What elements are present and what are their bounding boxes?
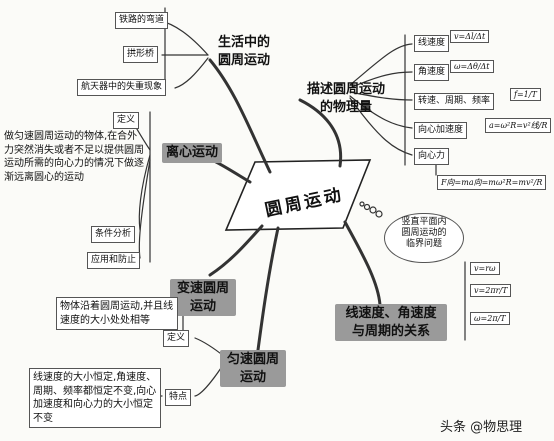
life-item-weightlessness: 航天器中的失重现象 xyxy=(77,79,167,97)
center-diamond xyxy=(224,159,372,231)
describe-item-speed-period-frequency: 转速、周期、频率 xyxy=(414,93,495,111)
branch-describe-title: 描述圆周运动 的物理量 xyxy=(306,82,385,115)
branch-relation-title: 线速度、角速度 与周期的关系 xyxy=(335,304,447,342)
uniform-item-definition: 定义 xyxy=(163,330,190,348)
centrifugal-item-condition: 条件分析 xyxy=(91,226,136,244)
describe-item-angular-velocity: 角速度 xyxy=(414,64,450,82)
life-item-railway: 铁路的弯道 xyxy=(115,12,169,30)
arm-life xyxy=(208,58,272,174)
branch-centrifugal-title: 离心运动 xyxy=(162,143,223,163)
arm-describe xyxy=(298,98,343,168)
centrifugal-item-application: 应用和防止 xyxy=(87,252,141,270)
formula-linear-velocity: v=Δl/Δt xyxy=(450,30,490,43)
uniform-item-feature: 特点 xyxy=(165,389,192,407)
life-item-arch-bridge: 拱形桥 xyxy=(123,46,159,64)
formula-angular-velocity: ω=Δθ/Δt xyxy=(450,60,494,73)
describe-item-centripetal-acceleration: 向心加速度 xyxy=(414,122,468,140)
branch-variable-title: 变速圆周 运动 xyxy=(170,279,236,317)
relation-formula-omega-period: ω=2π/T xyxy=(470,312,510,325)
critical-problem-bubble: 竖直平面内 圆周运动的 临界问题 xyxy=(384,213,464,263)
formula-frequency: f=1/T xyxy=(510,88,541,101)
centrifugal-item-definition: 定义 xyxy=(113,112,140,130)
arm-relation xyxy=(343,220,382,307)
formula-centripetal-force: F向=ma向=mω²R=mv²/R xyxy=(437,175,547,190)
describe-item-linear-velocity: 线速度 xyxy=(414,35,450,53)
arm-variable xyxy=(208,224,264,277)
formula-centripetal-acceleration: a=ω²R=v²线/R xyxy=(485,118,552,133)
source-watermark: 头条 @物思理 xyxy=(440,420,523,435)
describe-item-centripetal-force: 向心力 xyxy=(414,148,450,166)
branch-life-title: 生活中的 圆周运动 xyxy=(217,35,270,68)
uniform-definition-text: 物体沿着圆周运动,并且线速度的大小处处相等 xyxy=(56,297,178,330)
centrifugal-definition-text: 做匀速圆周运动的物体,在合外力突然消失或者不足以提供圆周运动所需的向心力的情况下… xyxy=(4,131,144,183)
relation-formula-v-period: v=2πr/T xyxy=(470,284,512,297)
branch-uniform-title: 匀速圆周 运动 xyxy=(220,350,286,388)
uniform-feature-text: 线速度的大小恒定,角速度、周期、频率都恒定不变,向心加速度和向心力的大小恒定不变 xyxy=(29,368,161,428)
arm-uniform xyxy=(256,226,280,352)
relation-formula-v-r-omega: v=rω xyxy=(470,262,500,275)
